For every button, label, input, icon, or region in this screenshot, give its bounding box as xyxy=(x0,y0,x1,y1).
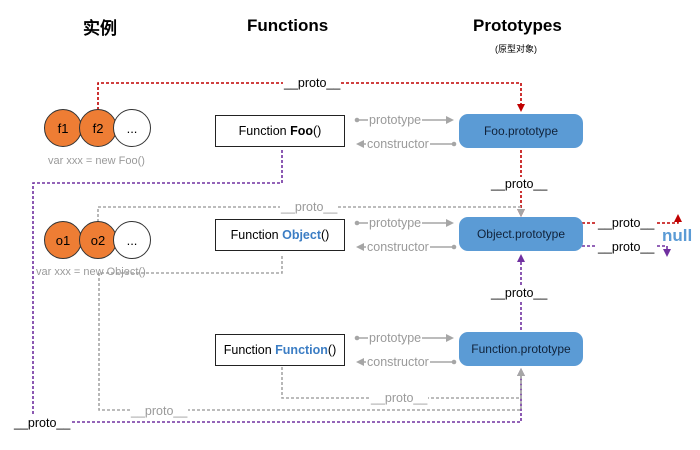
line-proto-object-null-purple xyxy=(582,245,671,257)
function-suffix: () xyxy=(313,124,322,138)
prototype-label: prototype xyxy=(368,216,423,230)
foo-prototype-box: Foo.prototype xyxy=(459,114,583,148)
prototype-label: prototype xyxy=(368,113,423,127)
proto-label-function-prototype: __proto__ xyxy=(490,286,549,300)
proto-label-object-null: __proto__ xyxy=(597,216,656,230)
function-suffix: () xyxy=(321,228,330,242)
instance-o2: o2 xyxy=(79,221,117,259)
null-label: null xyxy=(662,226,693,245)
foo-instance-caption: var xxx = new Foo() xyxy=(48,155,145,167)
line-proto-object-function xyxy=(98,256,525,411)
function-function-name: Function xyxy=(275,343,328,357)
function-function-box: Function Function() xyxy=(215,334,345,366)
prototype-label: prototype xyxy=(368,331,423,345)
instance-f1: f1 xyxy=(44,109,82,147)
line-proto-foo-function xyxy=(32,150,525,423)
instance-ellipsis: ... xyxy=(113,221,151,259)
proto-label-foo-instances: __proto__ xyxy=(283,76,342,90)
instance-f2: f2 xyxy=(79,109,117,147)
instance-o1: o1 xyxy=(44,221,82,259)
constructor-label: constructor xyxy=(366,240,430,254)
prototypes-subheading: (原型对象) xyxy=(495,44,537,54)
instances-heading: 实例 xyxy=(83,19,117,38)
proto-label-function-function: __proto__ xyxy=(370,391,429,405)
function-suffix: () xyxy=(327,343,337,357)
instance-ellipsis: ... xyxy=(113,109,151,147)
prototypes-heading: Prototypes xyxy=(473,16,562,35)
proto-label-object-null-2: __proto__ xyxy=(597,240,656,254)
function-prefix: Function xyxy=(238,124,291,138)
proto-label-object-function: __proto__ xyxy=(130,404,189,418)
function-prefix: Function xyxy=(223,343,276,357)
proto-label-foo-prototype: __proto__ xyxy=(490,177,549,191)
function-prototype-box: Function.prototype xyxy=(459,332,583,366)
function-foo-name: Foo xyxy=(290,124,313,138)
function-object-box: Function Object() xyxy=(215,219,345,251)
object-instance-caption: var xxx = new Object() xyxy=(36,266,146,278)
proto-label-object-instances: __proto__ xyxy=(280,200,339,214)
object-prototype-box: Object.prototype xyxy=(459,217,583,251)
constructor-label: constructor xyxy=(366,355,430,369)
constructor-label: constructor xyxy=(366,137,430,151)
function-prefix: Function xyxy=(230,228,283,242)
functions-heading: Functions xyxy=(247,16,329,35)
function-foo-box: Function Foo() xyxy=(215,115,345,147)
proto-label-foo-function: __proto__ xyxy=(13,416,72,430)
function-object-name: Object xyxy=(282,228,321,242)
